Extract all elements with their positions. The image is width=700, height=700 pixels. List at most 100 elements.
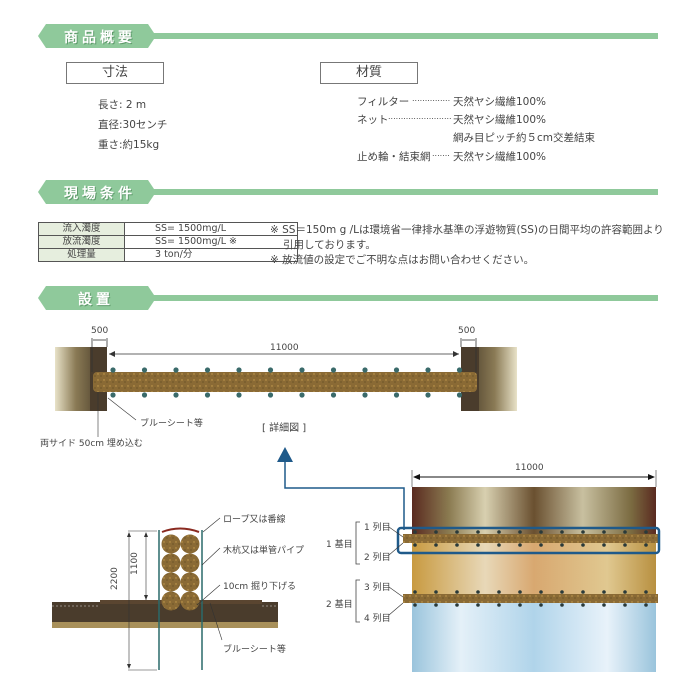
stake-dot bbox=[560, 603, 564, 607]
section-divider bbox=[150, 295, 658, 301]
note-line: 引用しております。 bbox=[283, 239, 376, 251]
table-row: 放流濁度 SS= 1500mg/L ※ bbox=[38, 235, 298, 249]
detail-arrow bbox=[277, 447, 405, 530]
section-title: 現場条件 bbox=[64, 186, 136, 202]
stake-dot bbox=[581, 543, 585, 547]
section-header-overview: 商品概要 bbox=[38, 24, 658, 48]
section-title: 商品概要 bbox=[64, 30, 136, 46]
dim-span-label: 11000 bbox=[270, 343, 299, 353]
stake-dot bbox=[602, 543, 606, 547]
stake-dot bbox=[236, 392, 242, 398]
stake-markers bbox=[413, 530, 648, 607]
filter-row-2 bbox=[403, 594, 658, 603]
stake-dot bbox=[518, 530, 522, 534]
table-cell-key: 流入濁度 bbox=[38, 222, 125, 236]
log-stack bbox=[161, 534, 200, 611]
material-name: ネット bbox=[357, 114, 389, 126]
stake-dot bbox=[497, 603, 501, 607]
stake-dot bbox=[518, 590, 522, 594]
stake-dot bbox=[560, 530, 564, 534]
filter-log bbox=[161, 591, 181, 611]
elevation-view bbox=[355, 470, 661, 672]
table-cell-key: 処理量 bbox=[38, 248, 125, 262]
stake-dot bbox=[623, 590, 627, 594]
stake-dot bbox=[110, 392, 116, 398]
filter-row-1 bbox=[403, 534, 658, 543]
upstream-zone bbox=[412, 487, 656, 537]
stake-dot bbox=[413, 530, 417, 534]
section-tab bbox=[38, 180, 156, 204]
stake-dot bbox=[456, 392, 463, 398]
stake-dot bbox=[455, 603, 459, 607]
stake-dot bbox=[299, 392, 305, 398]
stake-dot bbox=[267, 392, 274, 398]
row-2-label: 2 列目 bbox=[364, 553, 391, 563]
stake-dot bbox=[476, 543, 480, 547]
stake-dot bbox=[581, 530, 585, 534]
stake-dot bbox=[518, 603, 522, 607]
section-tab bbox=[38, 24, 156, 48]
filter-log bbox=[180, 572, 200, 592]
material-value: 天然ヤシ繊維100% bbox=[453, 151, 547, 163]
stake-dot bbox=[497, 590, 501, 594]
stake-dot bbox=[602, 590, 606, 594]
filter-log bbox=[161, 572, 181, 592]
stake-dot bbox=[497, 543, 501, 547]
stake-dot bbox=[455, 543, 459, 547]
row-1-label: 1 列目 bbox=[364, 523, 391, 533]
dimensions-label: 寸法 bbox=[66, 62, 164, 84]
stake-dot bbox=[173, 367, 179, 373]
note-line: ※ SS＝150m g /Lは環境省一律排水基準の浮遊物質(SS)の日間平均の許… bbox=[270, 224, 664, 236]
stake-dot bbox=[204, 367, 211, 373]
dim-left-label: 500 bbox=[91, 326, 109, 336]
stake-dot bbox=[476, 590, 480, 594]
stake-dot bbox=[204, 392, 211, 398]
material-value: 天然ヤシ繊維100% bbox=[453, 114, 547, 126]
group-2-label: 2 基目 bbox=[326, 600, 353, 610]
middle-zone bbox=[412, 537, 656, 597]
section-tab bbox=[38, 286, 156, 310]
section-header-install: 設置 bbox=[38, 286, 658, 310]
stake-dot bbox=[497, 530, 501, 534]
detail-title: [ 詳細図 ] bbox=[262, 423, 307, 434]
stake-dot bbox=[455, 590, 459, 594]
dim-right-label: 500 bbox=[458, 326, 476, 336]
material-label: 材質 bbox=[320, 62, 418, 84]
plan-view bbox=[55, 338, 517, 437]
conditions-table: 流入濁度 SS= 1500mg/L 放流濁度 SS= 1500mg/L ※ 処理… bbox=[38, 222, 298, 262]
dim-total-label: 2200 bbox=[110, 567, 120, 590]
stake-dot bbox=[560, 590, 564, 594]
stake-dot bbox=[455, 530, 459, 534]
stake-dot bbox=[299, 367, 305, 373]
stake-dot bbox=[623, 543, 627, 547]
row-4-label: 4 列目 bbox=[364, 614, 391, 624]
row-3-label: 3 列目 bbox=[364, 583, 391, 593]
table-row: 流入濁度 SS= 1500mg/L bbox=[38, 222, 298, 236]
filter-log bbox=[180, 534, 200, 554]
stake-dot bbox=[434, 530, 438, 534]
downstream-zone bbox=[412, 597, 656, 672]
material-name: フィルター bbox=[357, 96, 410, 108]
section-sheet-label: ブルーシート等 bbox=[223, 645, 286, 655]
dimension-length: 長さ: 2 m bbox=[98, 99, 147, 111]
stake-dot bbox=[644, 543, 648, 547]
stake-dot bbox=[393, 367, 400, 373]
section-divider bbox=[150, 189, 658, 195]
stake-dot bbox=[476, 603, 480, 607]
plan-sheet-label: ブルーシート等 bbox=[140, 419, 203, 429]
stake-dot bbox=[425, 367, 431, 373]
stake-dot bbox=[539, 530, 543, 534]
table-row: 処理量 3 ton/分 bbox=[38, 248, 298, 262]
stake-label: 木杭又は単管パイプ bbox=[223, 546, 305, 556]
dig-label: 10cm 掘り下げる bbox=[223, 582, 297, 592]
table-cell-value: 3 ton/分 bbox=[124, 248, 298, 262]
leader-dots: ......................... bbox=[388, 112, 452, 121]
stake-dot bbox=[110, 367, 116, 373]
material-value: 網み目ピッチ約５cm交差結束 bbox=[453, 132, 596, 144]
rope-label: ロープ又は番線 bbox=[223, 515, 286, 525]
stake-dot bbox=[173, 392, 179, 398]
stake-dot bbox=[330, 367, 337, 373]
plan-embed-label: 両サイド 50cm 埋め込む bbox=[40, 439, 143, 449]
note-line: ※ 放流値の設定でご不明な点はお問い合わせください。 bbox=[270, 254, 535, 266]
